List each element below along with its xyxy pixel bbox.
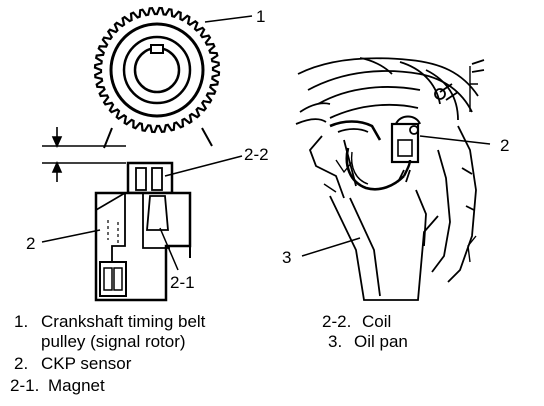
- legend-text: Crankshaft timing belt: [41, 312, 206, 331]
- legend-number: 2-2.: [322, 312, 352, 331]
- ckp-sensor-body: [94, 161, 192, 302]
- pulley-hub-outer: [109, 22, 205, 118]
- legend-text: Magnet: [48, 376, 105, 395]
- callout-sensor-left: 2: [26, 234, 35, 253]
- legend-item: 2-2. Coil: [322, 312, 522, 332]
- callout-oil-pan: 3: [282, 248, 291, 267]
- legend-item: 1. Crankshaft timing belt: [10, 312, 280, 332]
- legend-number: 1.: [14, 312, 29, 331]
- legend-text: pulley (signal rotor): [41, 332, 186, 351]
- callout-coil: 2-2: [244, 145, 269, 164]
- legend-item: 2. CKP sensor: [10, 354, 280, 374]
- diagram-figure: 1 2-2 2 2-1 2 3: [26, 6, 509, 302]
- legend-item: pulley (signal rotor): [10, 332, 280, 352]
- pulley-teeth: [93, 6, 221, 134]
- pulley-keyway: [150, 44, 164, 54]
- right-leader-lines: [301, 135, 491, 257]
- legend-text: Coil: [362, 312, 392, 331]
- legend-item: 2-1. Magnet: [10, 376, 280, 396]
- legend-item: 3. Oil pan: [322, 332, 522, 352]
- legend-column-1: 1. Crankshaft timing belt pulley (signal…: [10, 312, 280, 402]
- air-gap-dimension: [42, 127, 126, 182]
- legend-text: CKP sensor: [41, 354, 132, 373]
- crankshaft-pulley: [93, 6, 221, 149]
- legend-number: 3.: [328, 332, 343, 351]
- legend-number: 2-1.: [10, 376, 40, 395]
- pulley-chamfer: [103, 127, 213, 149]
- legend-number: 2.: [14, 354, 29, 373]
- engine-installation-view: [295, 57, 485, 301]
- pulley-hub-inner: [122, 35, 192, 105]
- callout-pulley: 1: [256, 7, 265, 26]
- left-leader-lines: [41, 15, 253, 271]
- callout-magnet: 2-1: [170, 273, 195, 292]
- legend-text: Oil pan: [354, 332, 408, 351]
- legend-column-2: 2-2. Coil 3. Oil pan: [322, 312, 522, 356]
- callout-sensor-right: 2: [500, 136, 509, 155]
